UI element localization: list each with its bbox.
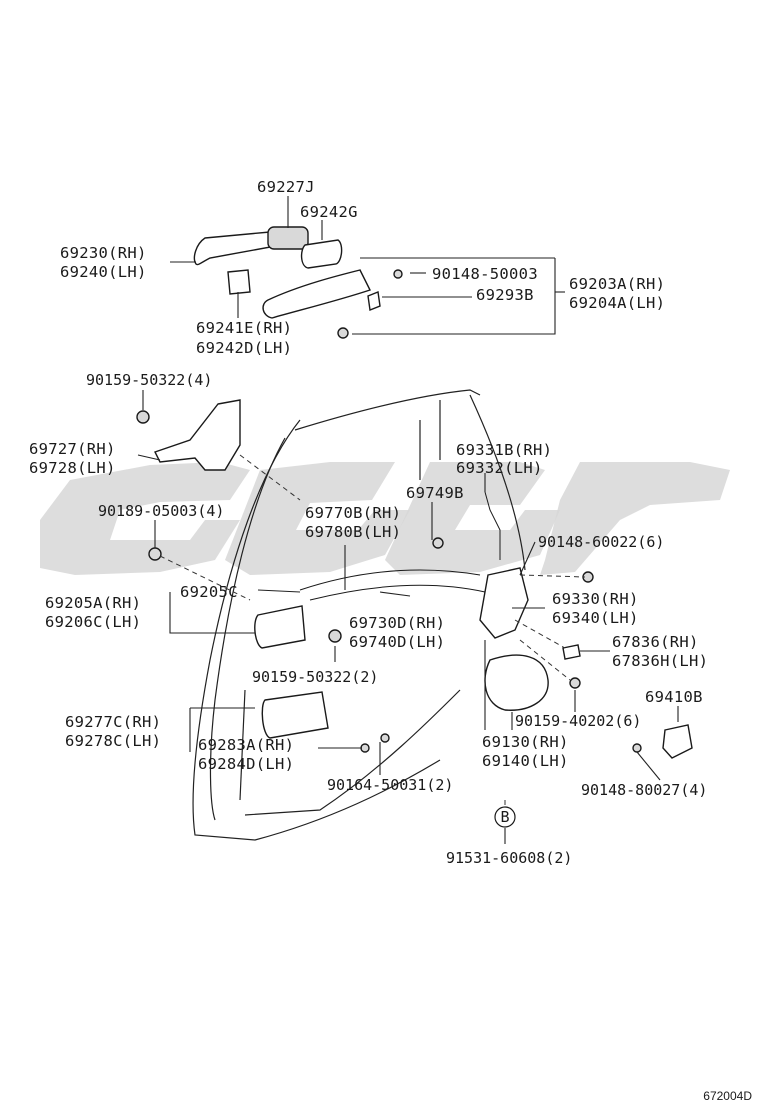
label-69205a-rh: 69205A(RH): [45, 594, 141, 612]
control-link: [154, 399, 241, 471]
label-69130-rh: 69130(RH): [482, 733, 569, 751]
cable-upper: [299, 569, 481, 591]
label-69140-lh: 69140(LH): [482, 752, 569, 770]
callout-b-letter: B: [500, 808, 509, 826]
label-90159-50322-2: 90159-50322(2): [252, 668, 378, 686]
cable-lower: [309, 584, 486, 601]
callout-b: B: [494, 806, 516, 828]
handle-cap: [267, 226, 309, 250]
label-69278c-lh: 69278C(LH): [65, 732, 161, 750]
lock-body: [479, 567, 529, 639]
bezel-screw: [380, 733, 390, 743]
handle-gasket-rear: [227, 269, 251, 295]
lock-rod: [484, 491, 501, 560]
frame-screw: [337, 327, 349, 339]
handle-gasket-front: [300, 239, 343, 269]
lock-cover: [484, 654, 549, 711]
label-69410b: 69410B: [645, 688, 703, 706]
label-69203a-rh: 69203A(RH): [569, 275, 665, 293]
label-69332-lh: 69332(LH): [456, 459, 543, 477]
cable-group: [299, 537, 486, 601]
label-69330-rh: 69330(RH): [552, 590, 639, 608]
cable-clamp: [432, 537, 444, 549]
link-screw: [136, 410, 150, 424]
label-69740d-lh: 69740D(LH): [349, 633, 445, 651]
label-67836h-lh: 67836H(LH): [612, 652, 708, 670]
watermark-logo: [40, 462, 730, 575]
label-69730d-rh: 69730D(RH): [349, 614, 445, 632]
outside-handle-group: [193, 226, 403, 339]
inside-handle-group: [148, 547, 390, 753]
outside-handle: [193, 231, 280, 266]
label-69331b-rh: 69331B(RH): [456, 441, 552, 459]
label-90148-80027-4: 90148-80027(4): [581, 781, 707, 799]
label-69277c-rh: 69277C(RH): [65, 713, 161, 731]
label-69242g: 69242G: [300, 203, 358, 221]
inside-handle-screw: [328, 629, 342, 643]
label-90159-40202-6: 90159-40202(6): [515, 712, 641, 730]
label-69293b: 69293B: [476, 286, 534, 304]
rod-clip: [367, 291, 381, 311]
label-90148-50003: 90148-50003: [432, 265, 538, 283]
cushion: [562, 644, 581, 660]
label-69241e-rh: 69241E(RH): [196, 319, 292, 337]
label-90164-50031-2: 90164-50031(2): [327, 776, 453, 794]
bracket-cover: [662, 724, 693, 759]
label-69284d-lh: 69284D(LH): [198, 755, 294, 773]
label-91531-60608-2: 91531-60608(2): [446, 849, 572, 867]
label-69204a-lh: 69204A(LH): [569, 294, 665, 312]
label-69240-lh: 69240(LH): [60, 263, 147, 281]
lock-assembly: [479, 491, 693, 759]
figure-code: 672004D: [703, 1089, 752, 1103]
label-90159-50322-4: 90159-50322(4): [86, 371, 212, 389]
part-labels: 69227J 69242G 69230(RH) 69240(LH) 90148-…: [29, 178, 708, 867]
label-69728-lh: 69728(LH): [29, 459, 116, 477]
label-69283a-rh: 69283A(RH): [198, 736, 294, 754]
label-69770b-rh: 69770B(RH): [305, 504, 401, 522]
lock-bolt: [569, 677, 581, 689]
label-90189-05003-4: 90189-05003(4): [98, 502, 224, 520]
label-69749b: 69749B: [406, 484, 464, 502]
label-69205c: 69205C: [180, 583, 238, 601]
inside-handle: [254, 605, 306, 649]
label-69227j: 69227J: [257, 178, 315, 196]
leader-lines: [137, 196, 679, 844]
door-outline: [192, 389, 526, 841]
control-link-assembly: [136, 399, 241, 471]
frame-bolt: [393, 269, 403, 279]
label-69780b-lh: 69780B(LH): [305, 523, 401, 541]
bracket-screw: [632, 743, 642, 753]
label-69242d-lh: 69242D(LH): [196, 339, 292, 357]
label-90148-60022-6: 90148-60022(6): [538, 533, 664, 551]
clip: [148, 547, 162, 561]
label-69230-rh: 69230(RH): [60, 244, 147, 262]
bezel-plug: [360, 743, 370, 753]
handle-bezel: [261, 691, 329, 739]
label-69727-rh: 69727(RH): [29, 440, 116, 458]
label-69340-lh: 69340(LH): [552, 609, 639, 627]
label-69206c-lh: 69206C(LH): [45, 613, 141, 631]
label-67836-rh: 67836(RH): [612, 633, 699, 651]
handle-frame: [262, 269, 371, 319]
assembly-dashes: [159, 454, 586, 810]
